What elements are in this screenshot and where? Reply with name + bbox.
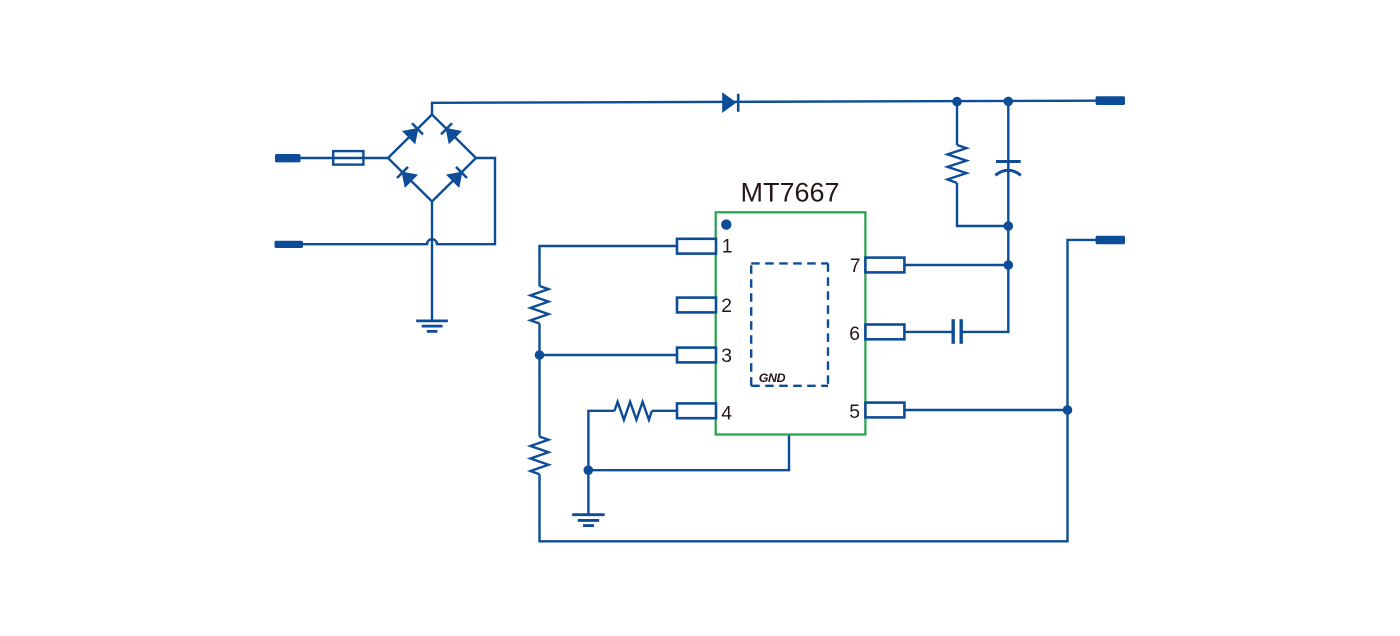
svg-text:1: 1 bbox=[722, 236, 733, 257]
svg-text:MT7667: MT7667 bbox=[741, 178, 840, 208]
svg-text:3: 3 bbox=[721, 346, 732, 367]
svg-text:GND: GND bbox=[759, 371, 786, 385]
svg-text:4: 4 bbox=[721, 403, 732, 424]
svg-text:7: 7 bbox=[850, 256, 861, 277]
svg-text:6: 6 bbox=[849, 324, 860, 345]
svg-text:5: 5 bbox=[849, 402, 860, 423]
svg-text:2: 2 bbox=[721, 296, 732, 317]
